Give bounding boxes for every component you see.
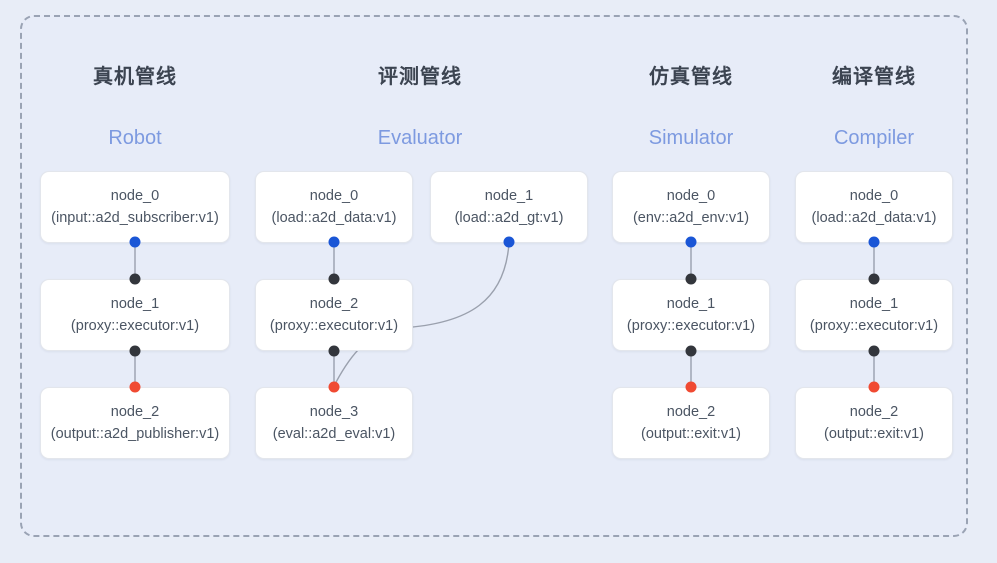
node-name: node_0 (309, 188, 359, 204)
port-output-eval-gt[interactable] (503, 236, 515, 248)
port-input-eval-2[interactable] (328, 273, 340, 285)
port-input-robot-1[interactable] (129, 273, 141, 285)
node-box-robot-0[interactable]: node_0 (input::a2d_subscriber:v1) (40, 171, 230, 243)
node-type: (load::a2d_data:v1) (811, 210, 937, 226)
edge-eval-gt-to-node3 (333, 242, 510, 387)
node-type: (proxy::executor:v1) (70, 318, 200, 334)
node-box-eval-0[interactable]: node_0 (load::a2d_data:v1) (255, 171, 413, 243)
node-type: (load::a2d_gt:v1) (454, 210, 564, 226)
port-output-robot-0[interactable] (129, 236, 141, 248)
node-box-comp-2[interactable]: node_2 (output::exit:v1) (795, 387, 953, 459)
node-box-eval-gt[interactable]: node_1 (load::a2d_gt:v1) (430, 171, 588, 243)
node-name: node_2 (110, 404, 160, 420)
node-box-sim-1[interactable]: node_1 (proxy::executor:v1) (612, 279, 770, 351)
node-name: node_2 (849, 404, 899, 420)
node-box-comp-1[interactable]: node_1 (proxy::executor:v1) (795, 279, 953, 351)
node-type: (proxy::executor:v1) (269, 318, 399, 334)
node-name: node_2 (309, 296, 359, 312)
node-type: (env::a2d_env:v1) (632, 210, 750, 226)
port-output-eval-2[interactable] (328, 345, 340, 357)
node-box-robot-1[interactable]: node_1 (proxy::executor:v1) (40, 279, 230, 351)
node-box-comp-0[interactable]: node_0 (load::a2d_data:v1) (795, 171, 953, 243)
node-name: node_0 (849, 188, 899, 204)
port-input-sim-2[interactable] (685, 381, 697, 393)
port-input-sim-1[interactable] (685, 273, 697, 285)
node-type: (input::a2d_subscriber:v1) (51, 210, 219, 226)
node-box-sim-0[interactable]: node_0 (env::a2d_env:v1) (612, 171, 770, 243)
node-type: (eval::a2d_eval:v1) (272, 426, 396, 442)
port-output-sim-0[interactable] (685, 236, 697, 248)
node-name: node_1 (849, 296, 899, 312)
node-type: (output::exit:v1) (824, 426, 924, 442)
node-type: (output::a2d_publisher:v1) (50, 426, 220, 442)
port-input-comp-2[interactable] (868, 381, 880, 393)
node-name: node_2 (666, 404, 716, 420)
port-output-robot-1[interactable] (129, 345, 141, 357)
node-name: node_0 (110, 188, 160, 204)
port-input-comp-1[interactable] (868, 273, 880, 285)
port-input-robot-2[interactable] (129, 381, 141, 393)
node-name: node_1 (666, 296, 716, 312)
node-type: (proxy::executor:v1) (626, 318, 756, 334)
node-name: node_1 (110, 296, 160, 312)
port-output-sim-1[interactable] (685, 345, 697, 357)
node-type: (output::exit:v1) (641, 426, 741, 442)
node-type: (load::a2d_data:v1) (271, 210, 397, 226)
node-name: node_1 (484, 188, 534, 204)
node-box-robot-2[interactable]: node_2 (output::a2d_publisher:v1) (40, 387, 230, 459)
node-box-sim-2[interactable]: node_2 (output::exit:v1) (612, 387, 770, 459)
port-output-comp-1[interactable] (868, 345, 880, 357)
node-box-eval-3[interactable]: node_3 (eval::a2d_eval:v1) (255, 387, 413, 459)
port-output-eval-0[interactable] (328, 236, 340, 248)
node-name: node_3 (309, 404, 359, 420)
node-type: (proxy::executor:v1) (809, 318, 939, 334)
port-input-eval-3[interactable] (328, 381, 340, 393)
node-box-eval-2[interactable]: node_2 (proxy::executor:v1) (255, 279, 413, 351)
node-name: node_0 (666, 188, 716, 204)
port-output-comp-0[interactable] (868, 236, 880, 248)
